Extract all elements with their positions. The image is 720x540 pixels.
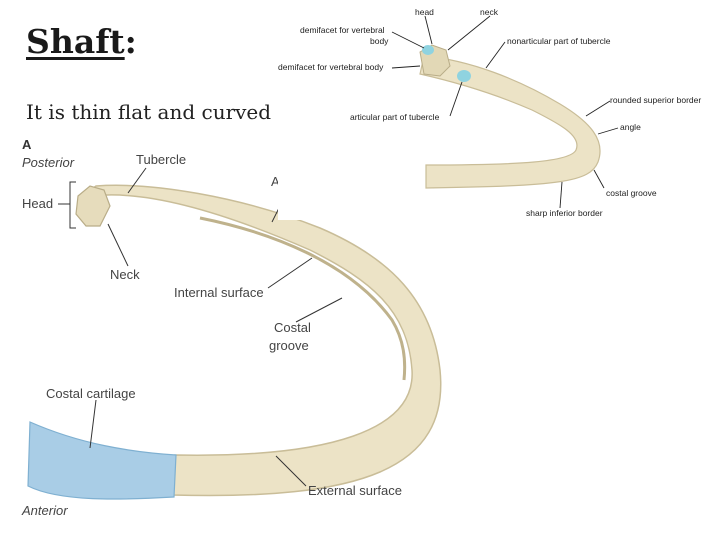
rib-head [75,185,111,227]
slide-body-text: It is thin flat and curved [26,100,272,124]
label-anterior: Anterior [21,503,68,518]
inset-label-nonarticular-tubercle: nonarticular part of tubercle [507,36,611,46]
label-costal-groove-line1: Costal [274,320,311,335]
panel-label: A [22,137,32,152]
costal-cartilage [27,421,177,500]
label-posterior: Posterior [22,155,75,170]
inset-label-costal-groove: costal groove [606,188,657,198]
inset-label-angle: angle [620,122,641,132]
inset-label-demifacet-1b: body [370,36,389,46]
label-costal-groove-line2: groove [269,338,309,353]
label-tubercle: Tubercle [136,152,186,167]
rib-shaft [79,184,442,497]
inset-label-demifacet-2: demifacet for vertebral body [278,62,384,72]
rib-costal-groove [199,216,407,381]
inset-demifacet-upper [422,45,434,55]
title-keyword: Shaft [26,22,125,61]
slide-title: Shaft: [26,22,137,61]
inset-label-rounded-superior-border: rounded superior border [610,95,701,105]
inset-demifacet-lower [457,70,471,82]
inset-label-demifacet-1a: demifacet for vertebral [300,25,385,35]
inset-label-sharp-inferior-border: sharp inferior border [526,208,603,218]
label-neck: Neck [110,267,140,282]
label-internal-surface: Internal surface [174,285,264,300]
title-colon: : [124,22,137,61]
inset-label-head: head [415,7,434,17]
label-external-surface: External surface [308,483,402,498]
head-bracket [69,181,76,229]
leader-lines-b [391,15,619,209]
label-costal-cartilage: Costal cartilage [46,386,136,401]
inset-label-neck: neck [480,7,499,17]
inset-label-articular-tubercle: articular part of tubercle [350,112,440,122]
label-head: Head [22,196,53,211]
